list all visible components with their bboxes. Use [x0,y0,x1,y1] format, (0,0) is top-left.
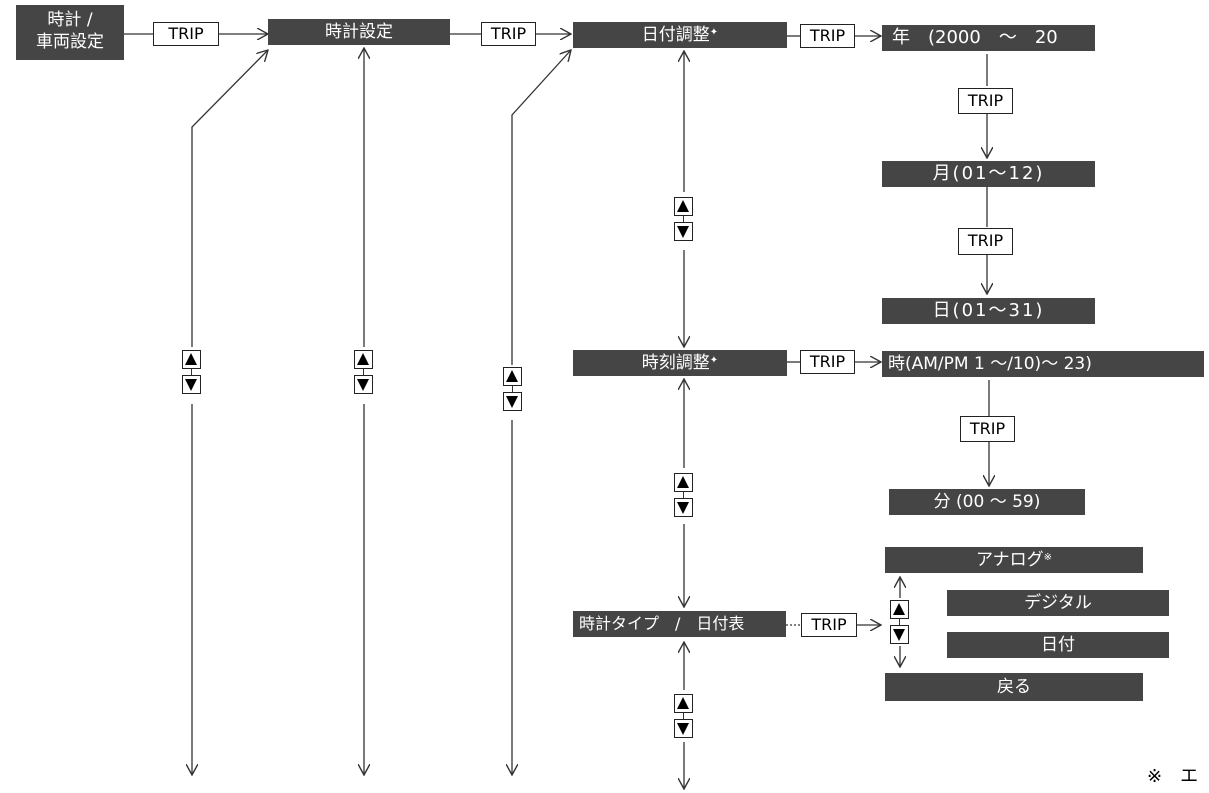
adjust-mark: ✦ [709,27,719,38]
block-label-line2: 車両設定 [36,32,104,52]
up-arrow-icon [890,600,909,619]
trip-button: TRIP [800,24,855,48]
note-mark: ※ [1043,552,1053,563]
hour-block: 時(AM/PM 1 ～/10)～ 23) [882,351,1204,377]
down-arrow-icon [354,375,373,394]
up-arrow-icon [674,197,693,216]
back-block: 戻る [885,673,1143,701]
clock-type-block: 時計タイプ / 日付表 [573,611,786,637]
block-label: 日付 [1041,635,1075,655]
analog-block: アナログ※ [885,547,1143,573]
clock-setting-block: 時計設定 [268,19,450,45]
day-block: 日(01～31) [882,298,1095,324]
down-arrow-icon [674,222,693,241]
trip-button: TRIP [801,613,857,637]
down-arrow-icon [674,498,693,517]
trip-button: TRIP [153,22,219,46]
month-block: 月(01～12) [882,161,1095,187]
trip-button: TRIP [958,88,1013,114]
block-label: 分 (00 ～ 59) [933,492,1041,512]
block-label: デジタル [1024,593,1092,613]
up-arrow-icon [503,367,522,386]
trip-button: TRIP [800,350,855,374]
up-down-buttons [890,600,909,644]
block-label: 時計タイプ / 日付表 [579,614,745,633]
block-label: 戻る [997,677,1031,697]
minute-block: 分 (00 ～ 59) [889,489,1085,515]
trip-button: TRIP [481,22,536,46]
block-label: 月(01～12) [932,163,1045,184]
block-label: 時刻調整 [641,353,710,373]
down-arrow-icon [890,625,909,644]
down-arrow-icon [674,719,693,738]
date-type-block: 日付 [947,632,1169,658]
time-adjust-block: 時刻調整✦ [573,350,787,376]
footnote: ※ エ [1147,766,1199,787]
trip-button: TRIP [960,416,1015,442]
up-down-buttons [674,197,693,241]
block-label: 日(01～31) [932,300,1045,321]
up-down-buttons [354,350,373,394]
adjust-mark: ✦ [709,355,719,366]
block-label: 時(AM/PM 1 ～/10)～ 23) [888,354,1092,374]
block-label-line1: 時計 / [47,10,93,30]
down-arrow-icon [503,392,522,411]
up-down-buttons [182,350,201,394]
block-label: アナログ [975,550,1044,570]
trip-button: TRIP [958,228,1013,255]
up-down-buttons [674,473,693,517]
up-down-buttons [674,694,693,738]
year-block: 年 (2000 ～ 20 [882,25,1095,51]
up-arrow-icon [182,350,201,369]
down-arrow-icon [182,375,201,394]
block-label: 日付調整 [641,25,710,45]
date-adjust-block: 日付調整✦ [573,22,787,48]
up-arrow-icon [674,473,693,492]
clock-vehicle-setting-block: 時計 / 車両設定 [16,5,124,60]
up-arrow-icon [674,694,693,713]
connector [191,50,268,347]
up-arrow-icon [354,350,373,369]
block-label: 時計設定 [325,22,393,42]
digital-block: デジタル [947,590,1169,616]
up-down-buttons [503,367,522,411]
block-label: 年 (2000 ～ 20 [892,27,1058,48]
connector [511,50,571,365]
